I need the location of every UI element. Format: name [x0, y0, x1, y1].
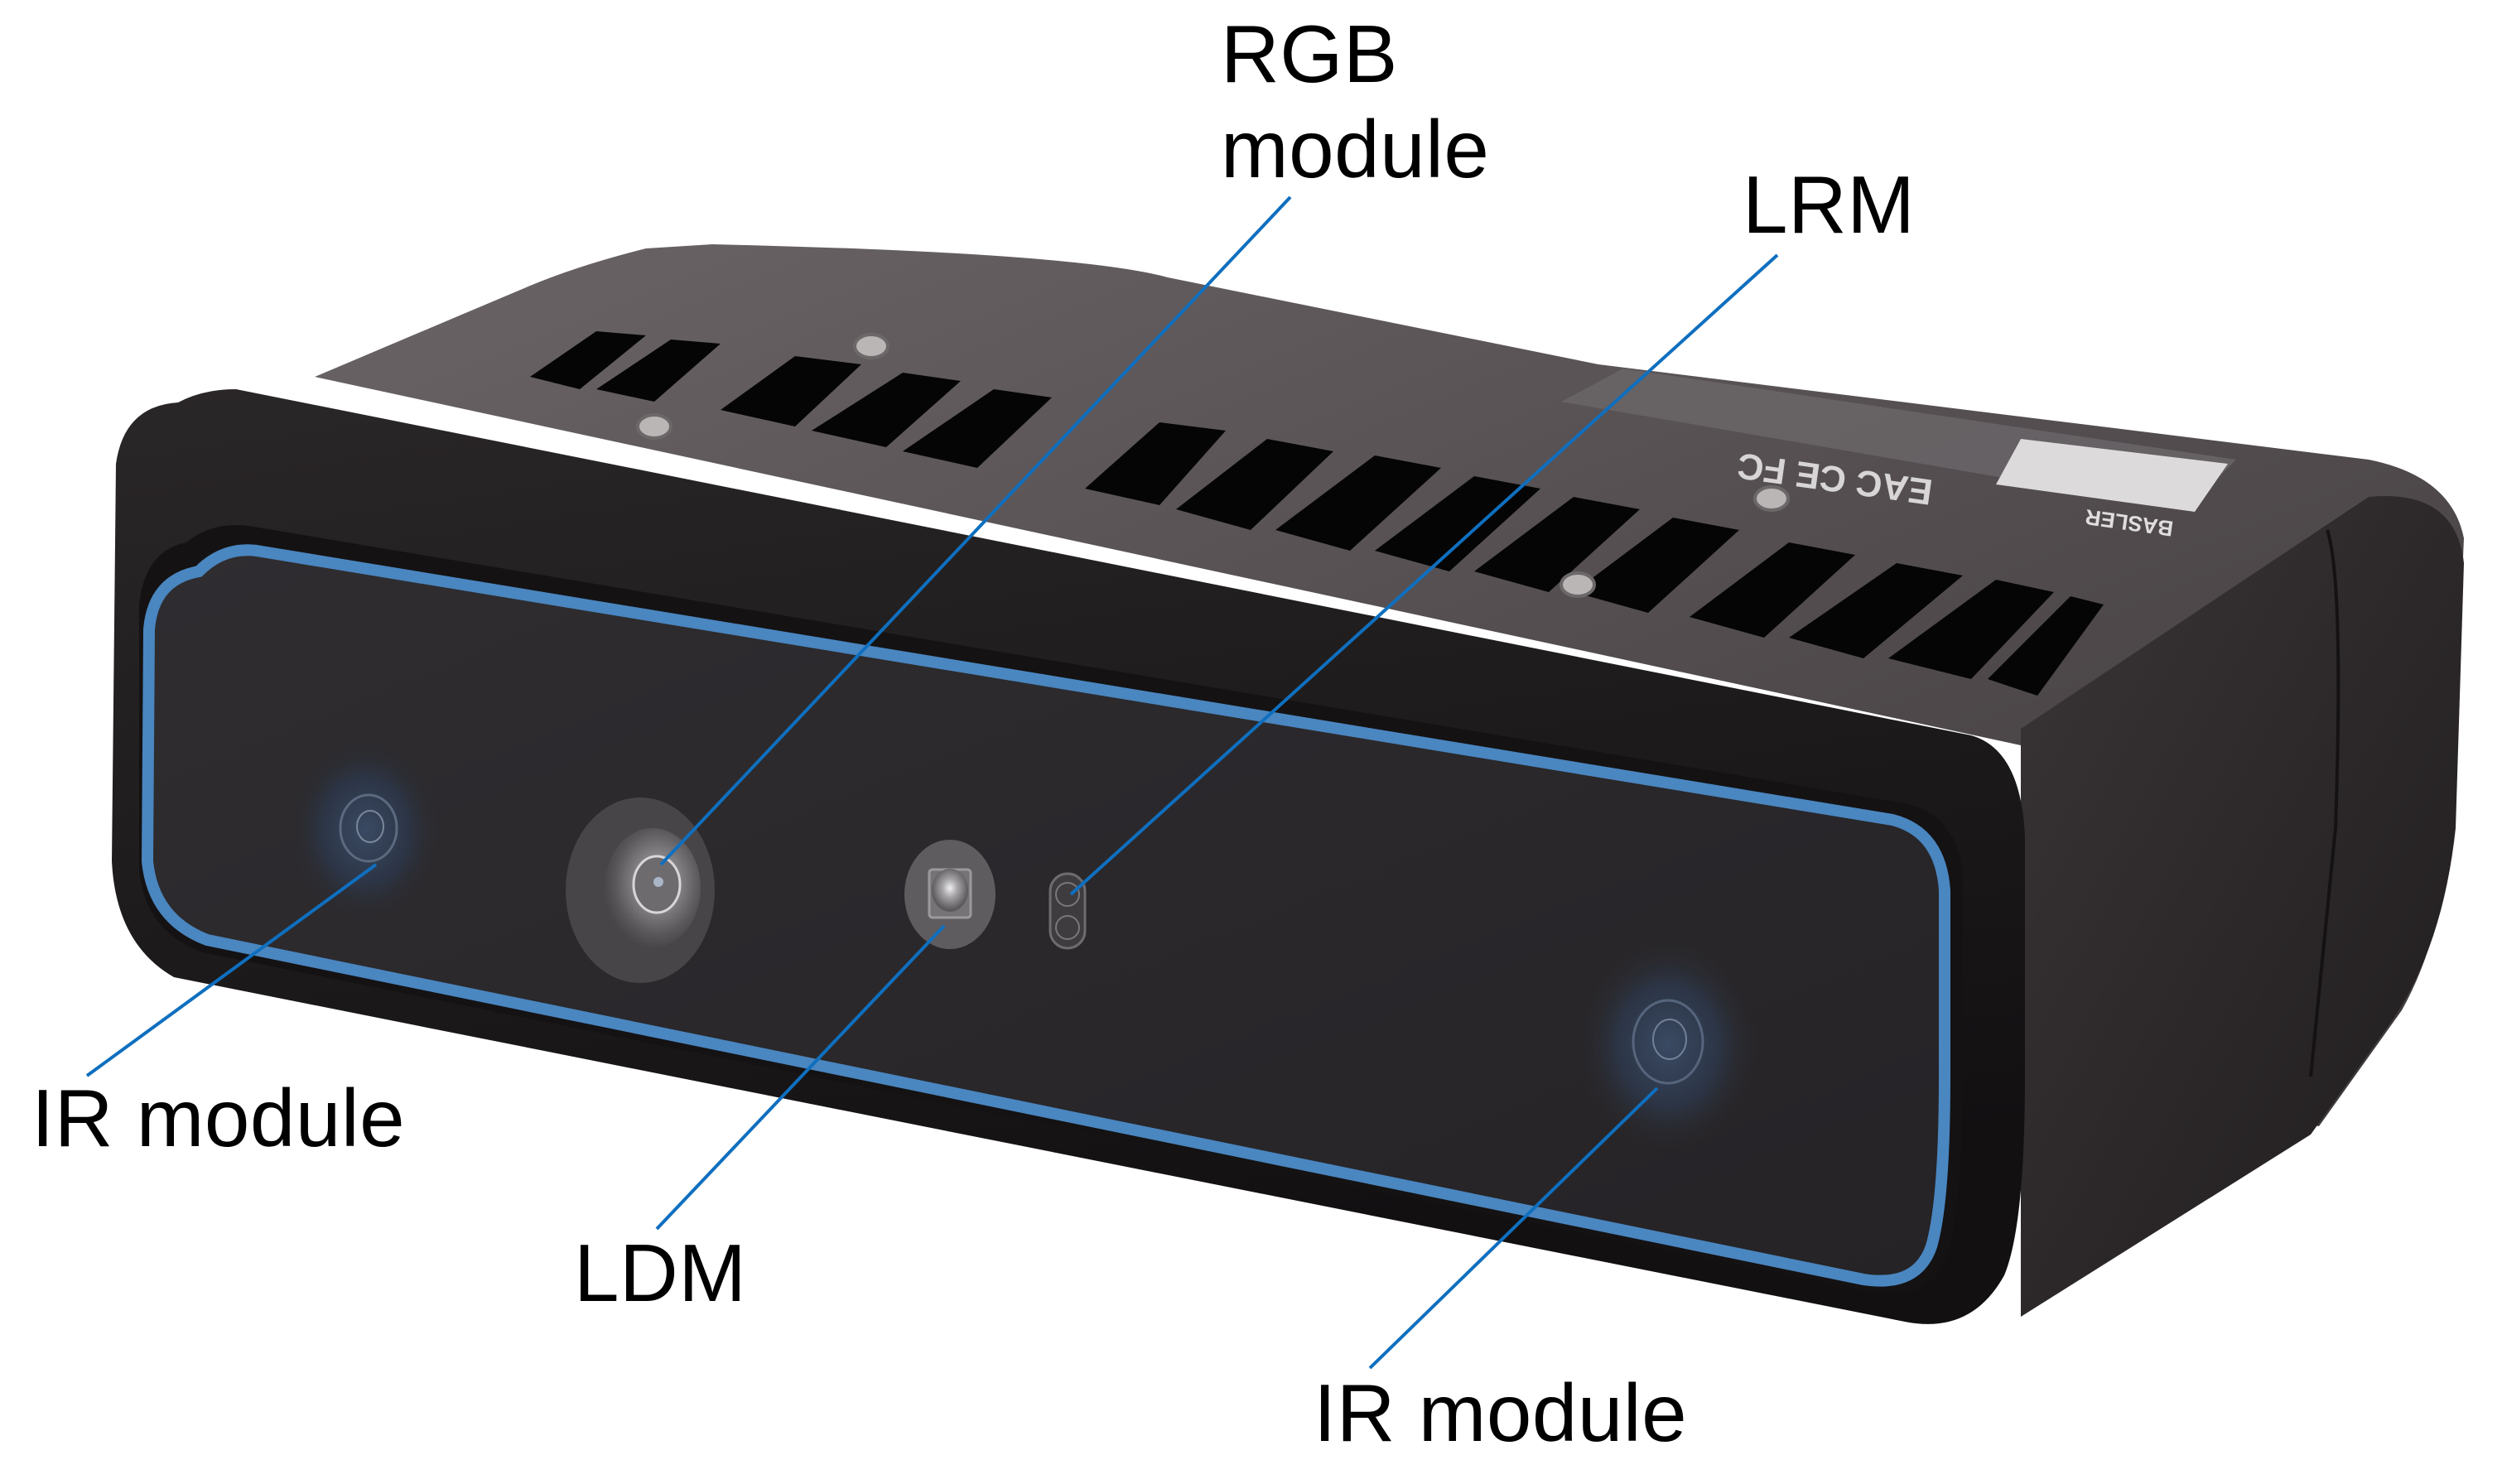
lrm-sensor [1049, 872, 1087, 950]
ir-module-right-lens [1577, 937, 1759, 1153]
heat-sink-vents [530, 331, 2104, 696]
leader-line-ldm [655, 924, 946, 1231]
leader-lines [85, 195, 1779, 1370]
camera-body [315, 244, 2464, 1317]
ldm-emitter [904, 840, 995, 949]
body-top-surface [315, 244, 2464, 1126]
callout-label-lrm: LRM [1743, 159, 1916, 250]
front-glass-panel [141, 544, 1950, 1287]
rgb-module-lens [566, 797, 715, 983]
body-right-side [2021, 496, 2464, 1317]
screw [1560, 571, 1596, 598]
callout-label-ir-module-left: IR module [31, 1072, 406, 1164]
screw [853, 333, 889, 359]
leader-line-ir-module-right [1368, 1086, 1659, 1370]
callout-label-ir-module-right: IR module [1314, 1367, 1688, 1458]
screw [1753, 485, 1790, 512]
body-seam [2309, 529, 2341, 1077]
leader-line-rgb-module [659, 195, 1292, 866]
screws [636, 333, 1790, 598]
leader-line-lrm [1069, 253, 1779, 896]
ir-module-left-lens [287, 735, 444, 926]
callout-label-rgb-module: RGB module [1221, 8, 1490, 195]
screw [636, 413, 673, 440]
leader-line-ir-module-left [85, 863, 378, 1077]
callout-label-ldm: LDM [574, 1227, 747, 1318]
